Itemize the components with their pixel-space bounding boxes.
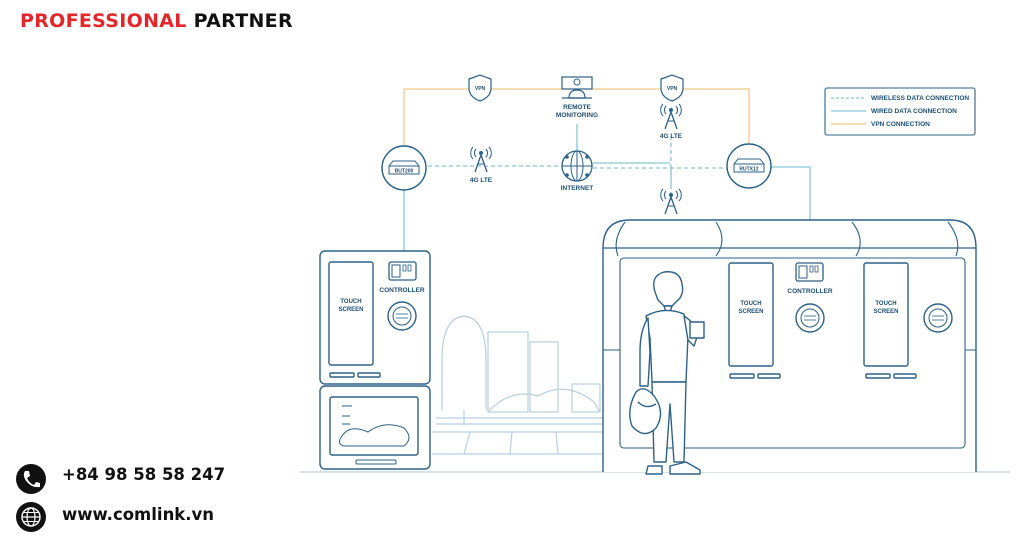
website-link[interactable]: www.comlink.vn [62,505,215,524]
wireless-lines [428,136,728,200]
svg-text:VPN: VPN [667,86,678,92]
brand-black: PARTNER [193,10,293,32]
phone-icon [16,464,46,494]
phone-number: +84 98 58 58 247 [62,465,226,484]
touch-screen-left-1: TOUCH [340,299,361,305]
touch-screen-right-2: SCREEN [873,309,898,315]
vpn-lines [403,88,750,148]
controller-left-icon [388,261,417,281]
lte-label-left: 4G LTE [470,177,493,184]
router-left: RUT200 [381,145,427,191]
remote-label-2: MONITORING [556,112,598,119]
internet-label: INTERNET [561,185,594,192]
website-contact[interactable]: www.comlink.vn [48,505,214,524]
fan-right-icon [923,303,953,333]
vpn-shield-right-icon: VPN [660,74,684,102]
person-illustration [629,271,705,475]
touch-screen-left-2: SCREEN [338,307,363,313]
controller-label-right: CONTROLLER [787,288,832,295]
vpn-shield-left-icon: VPN [468,74,492,102]
brand-red: PROFESSIONAL [20,10,187,32]
svg-text:VPN: VPN [475,86,486,92]
legend-wireless: WIRELESS DATA CONNECTION [871,95,969,102]
remote-label-1: REMOTE [563,104,591,111]
fan-mid-icon [795,303,825,333]
legend-wired: WIRED DATA CONNECTION [871,108,957,115]
router-right: RUTX12 [726,143,772,189]
globe-icon [16,502,46,532]
brand-title: PROFESSIONAL PARTNER [20,10,293,32]
controller-right-icon [795,262,824,282]
phone-contact[interactable]: +84 98 58 58 247 [48,465,225,484]
touch-screen-mid-2: SCREEN [738,309,763,315]
lte-label-top: 4G LTE [660,133,683,140]
svg-text:RUTX12: RUTX12 [739,167,758,173]
right-station [602,219,977,472]
lte-tower-left-icon [470,146,492,173]
fan-left-icon [387,301,417,331]
controller-label-left: CONTROLLER [379,287,424,294]
legend: WIRELESS DATA CONNECTION WIRED DATA CONN… [824,87,976,136]
internet-globe-icon [561,150,593,182]
touch-screen-right-1: TOUCH [875,301,896,307]
svg-text:RUT200: RUT200 [395,169,414,175]
lte-tower-top-icon [660,103,682,130]
legend-vpn: VPN CONNECTION [871,121,930,128]
remote-monitoring-icon [561,76,593,99]
touch-screen-mid-1: TOUCH [740,301,761,307]
left-kiosk [319,250,431,470]
